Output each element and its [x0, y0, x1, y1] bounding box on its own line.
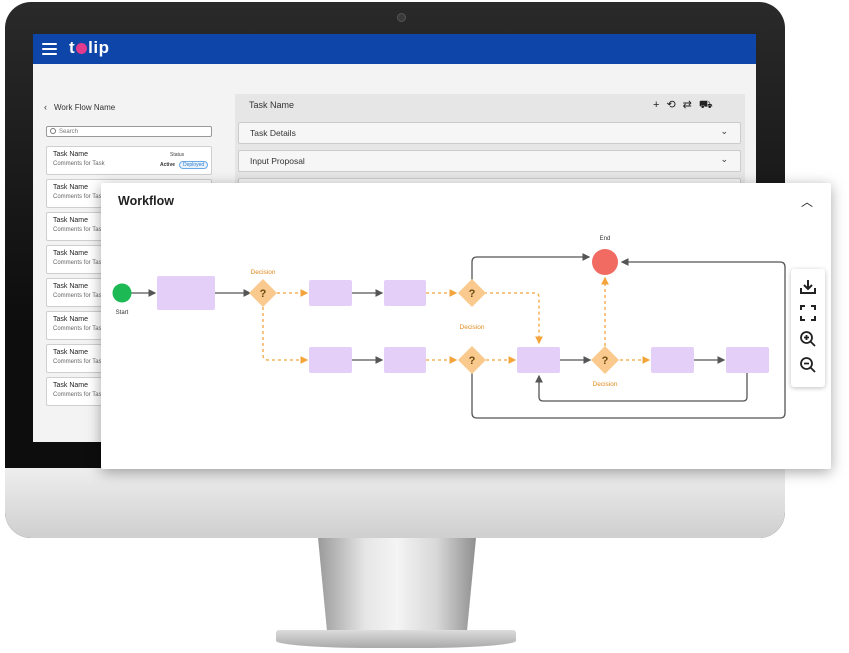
- menu-icon[interactable]: [42, 43, 57, 55]
- header-actions: +⟲⇄⛟: [653, 98, 720, 113]
- decision-node[interactable]: ?: [249, 279, 277, 307]
- monitor-chin: [5, 468, 785, 538]
- plus-icon[interactable]: +: [653, 99, 667, 111]
- task-comment: Comments for Task: [53, 359, 105, 365]
- workflow-icon[interactable]: ⇄: [682, 99, 699, 111]
- decision-label: Decision: [251, 269, 276, 276]
- download-icon[interactable]: [798, 277, 818, 297]
- task-node[interactable]: [726, 347, 769, 373]
- workflow-diagram: ? ? ? ? Start End Decision Decision Deci…: [112, 236, 786, 419]
- status-badge: Deployed: [179, 161, 209, 169]
- task-node[interactable]: [384, 280, 426, 306]
- task-title: Task Name: [249, 100, 295, 110]
- workflow-title: Workflow: [118, 194, 175, 208]
- accordion-task-details[interactable]: Task Details ⌄: [238, 122, 741, 144]
- logo-dot: [76, 43, 88, 54]
- task-comment: Comments for Task: [53, 161, 105, 167]
- logo-text-start: t: [69, 38, 76, 57]
- zoom-in-icon[interactable]: [798, 329, 818, 349]
- search-icon: [50, 128, 56, 134]
- chevron-up-icon[interactable]: ︿: [801, 195, 814, 209]
- search-placeholder: Search: [59, 129, 79, 135]
- end-label: End: [600, 236, 611, 242]
- truck-icon[interactable]: ⛟: [698, 99, 720, 111]
- search-input[interactable]: Search: [46, 126, 212, 137]
- monitor-stand-neck: [318, 538, 476, 636]
- task-name: Task Name: [53, 316, 89, 323]
- decision-node[interactable]: ?: [591, 346, 619, 374]
- workflow-name: Work Flow Name: [54, 103, 116, 112]
- decision-symbol: ?: [260, 288, 267, 300]
- history-icon[interactable]: ⟲: [666, 99, 683, 111]
- task-comment: Comments for Task: [53, 326, 105, 332]
- task-name: Task Name: [53, 283, 89, 290]
- task-name: Task Name: [53, 151, 89, 158]
- task-comment: Comments for Task: [53, 194, 105, 200]
- task-name: Task Name: [53, 349, 89, 356]
- chevron-left-icon[interactable]: ‹: [44, 102, 47, 112]
- task-name: Task Name: [53, 217, 89, 224]
- status-label: Status: [170, 152, 185, 158]
- task-name: Task Name: [53, 250, 89, 257]
- task-node[interactable]: [309, 347, 352, 373]
- task-comment: Comments for Task: [53, 227, 105, 233]
- back-row[interactable]: ‹ Work Flow Name: [44, 102, 115, 112]
- diagram-toolbar: [791, 269, 825, 387]
- task-comment: Comments for Task: [53, 260, 105, 266]
- accordion-label: Task Details: [250, 128, 296, 138]
- workflow-nodes: ? ? ? ?: [112, 249, 769, 374]
- task-node[interactable]: [309, 280, 352, 306]
- task-comment: Comments for Task: [53, 392, 105, 398]
- decision-label: Decision: [460, 324, 485, 331]
- end-node[interactable]: [592, 249, 618, 275]
- state-label: Active: [160, 162, 176, 168]
- chevron-down-icon[interactable]: ⌄: [720, 154, 728, 164]
- task-node[interactable]: [517, 347, 560, 373]
- task-node[interactable]: [384, 347, 426, 373]
- fullscreen-icon[interactable]: [798, 303, 818, 323]
- task-node[interactable]: [651, 347, 694, 373]
- decision-label: Decision: [593, 381, 618, 388]
- webcam: [398, 14, 405, 21]
- accordion-label: Input Proposal: [250, 156, 305, 166]
- start-label: Start: [116, 310, 129, 316]
- decision-node[interactable]: ?: [458, 279, 486, 307]
- accordion-input-proposal[interactable]: Input Proposal ⌄: [238, 150, 741, 172]
- task-name: Task Name: [53, 382, 89, 389]
- monitor-stand-base: [276, 630, 516, 648]
- decision-node[interactable]: ?: [458, 346, 486, 374]
- decision-symbol: ?: [469, 288, 476, 300]
- decision-symbol: ?: [602, 355, 609, 367]
- decision-symbol: ?: [469, 355, 476, 367]
- workflow-panel: Workflow ︿: [101, 183, 831, 469]
- task-comment: Comments for Task: [53, 293, 105, 299]
- start-node[interactable]: [112, 283, 132, 303]
- logo-text-end: lip: [88, 38, 110, 57]
- zoom-out-icon[interactable]: [798, 355, 818, 375]
- task-name: Task Name: [53, 184, 89, 191]
- chevron-down-icon[interactable]: ⌄: [720, 126, 728, 136]
- task-node[interactable]: [157, 276, 215, 310]
